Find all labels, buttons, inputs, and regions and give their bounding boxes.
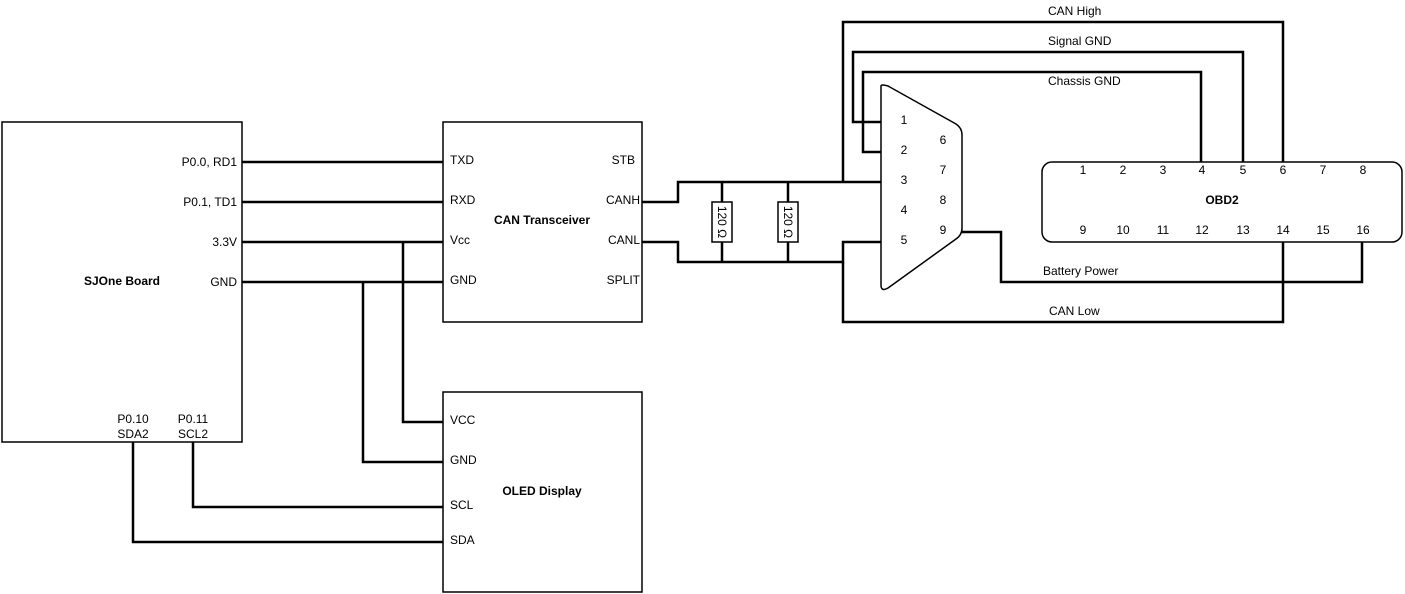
db9-pin-7: 7 [940, 163, 947, 177]
obd2-connector: OBD2 1 2 3 4 5 6 7 8 9 10 11 12 13 14 15… [1041, 161, 1403, 243]
transceiver-pin-gnd: GND [450, 273, 477, 287]
oled-display-title: OLED Display [502, 484, 582, 498]
db9-pin-6: 6 [940, 133, 947, 147]
sjone-pin-p010-name: P0.10 [117, 412, 149, 426]
wire-canh [642, 180, 881, 204]
obd2-pin-7: 7 [1320, 163, 1327, 177]
obd2-pin-12: 12 [1195, 223, 1209, 237]
db9-pin-4: 4 [901, 203, 908, 217]
label-can-low: CAN Low [1049, 304, 1100, 318]
db9-pin-5: 5 [901, 233, 908, 247]
obd2-pin-11: 11 [1157, 223, 1170, 237]
sjone-pin-p010-func: SDA2 [117, 427, 149, 441]
wire-chassis-gnd [861, 70, 1203, 162]
transceiver-pin-canh: CANH [606, 193, 640, 207]
obd2-pin-13: 13 [1236, 223, 1250, 237]
transceiver-pin-split: SPLIT [607, 273, 641, 287]
oled-pin-scl: SCL [450, 498, 474, 512]
transceiver-pin-stb: STB [612, 153, 635, 167]
db9-pin-3: 3 [901, 173, 908, 187]
obd2-pin-14: 14 [1276, 223, 1290, 237]
obd2-pin-3: 3 [1160, 163, 1167, 177]
label-can-high: CAN High [1048, 4, 1101, 18]
obd2-pin-9: 9 [1080, 223, 1087, 237]
sjone-board-box [1, 121, 243, 443]
oled-pin-vcc: VCC [450, 413, 476, 427]
obd2-pins-top: 1 2 3 4 5 6 7 8 [1080, 163, 1367, 177]
db9-pin-8: 8 [940, 193, 947, 207]
resistor-1-label: 120 Ω [715, 206, 729, 238]
sjone-pin-p01: P0.1, TD1 [183, 195, 237, 209]
wire-can-high [841, 20, 1285, 182]
resistor-2-label: 120 Ω [781, 206, 795, 238]
obd2-pins-bottom: 9 10 11 12 13 14 15 16 [1080, 223, 1370, 237]
resistor-2 [777, 201, 799, 243]
wire-gnd-oled [361, 282, 443, 464]
db9-connector: 1 2 3 4 5 6 7 8 9 [880, 84, 963, 291]
can-transceiver-box [442, 121, 643, 323]
sjone-pin-p00: P0.0, RD1 [182, 155, 238, 169]
obd2-title: OBD2 [1205, 193, 1239, 207]
transceiver-pin-vcc: Vcc [450, 233, 470, 247]
obd2-pin-8: 8 [1360, 163, 1367, 177]
oled-pin-gnd: GND [450, 453, 477, 467]
db9-pin-2: 2 [901, 143, 908, 157]
oled-pin-sda: SDA [450, 533, 475, 547]
wire-battery-power [961, 230, 1364, 284]
obd2-pin-6: 6 [1280, 163, 1287, 177]
transceiver-pin-txd: TXD [450, 153, 474, 167]
db9-shell [880, 84, 963, 291]
wire-labels: CAN High Signal GND Chassis GND Battery … [1043, 4, 1121, 318]
wire-vcc-oled [401, 242, 443, 424]
obd2-pin-15: 15 [1316, 223, 1330, 237]
sjone-board-title: SJOne Board [84, 274, 160, 288]
sjone-pin-p011-name: P0.11 [178, 412, 209, 426]
sjone-pin-gnd: GND [210, 275, 237, 289]
wire-can-low [841, 242, 1285, 324]
label-signal-gnd: Signal GND [1048, 34, 1112, 48]
db9-pin-1: 1 [901, 113, 908, 127]
transceiver-pin-rxd: RXD [450, 193, 476, 207]
can-transceiver-title: CAN Transceiver [494, 213, 590, 227]
obd2-pin-16: 16 [1356, 223, 1370, 237]
wires [131, 20, 1364, 544]
obd2-pin-10: 10 [1116, 223, 1130, 237]
oled-display: OLED Display VCC GND SCL SDA [442, 391, 643, 593]
label-battery-power: Battery Power [1043, 264, 1118, 278]
obd2-pin-4: 4 [1199, 163, 1206, 177]
wire-sda [131, 441, 443, 544]
sjone-pin-p011-func: SCL2 [178, 427, 208, 441]
obd2-box [1041, 161, 1403, 243]
transceiver-pin-canl: CANL [608, 233, 640, 247]
sjone-board: SJOne Board P0.0, RD1 P0.1, TD1 3.3V GND… [1, 121, 243, 443]
label-chassis-gnd: Chassis GND [1048, 74, 1121, 88]
oled-display-box [442, 391, 643, 593]
sjone-pin-3v3: 3.3V [212, 235, 237, 249]
obd2-pin-1: 1 [1080, 163, 1087, 177]
obd2-pin-5: 5 [1240, 163, 1247, 177]
resistor-1 [711, 201, 733, 243]
wire-canl [642, 240, 881, 264]
db9-pin-9: 9 [940, 223, 947, 237]
wire-scl [191, 441, 443, 509]
obd2-pin-2: 2 [1120, 163, 1127, 177]
can-transceiver: CAN Transceiver TXD RXD Vcc GND STB CANH… [442, 121, 643, 323]
termination-resistors: 120 Ω 120 Ω [711, 201, 799, 243]
